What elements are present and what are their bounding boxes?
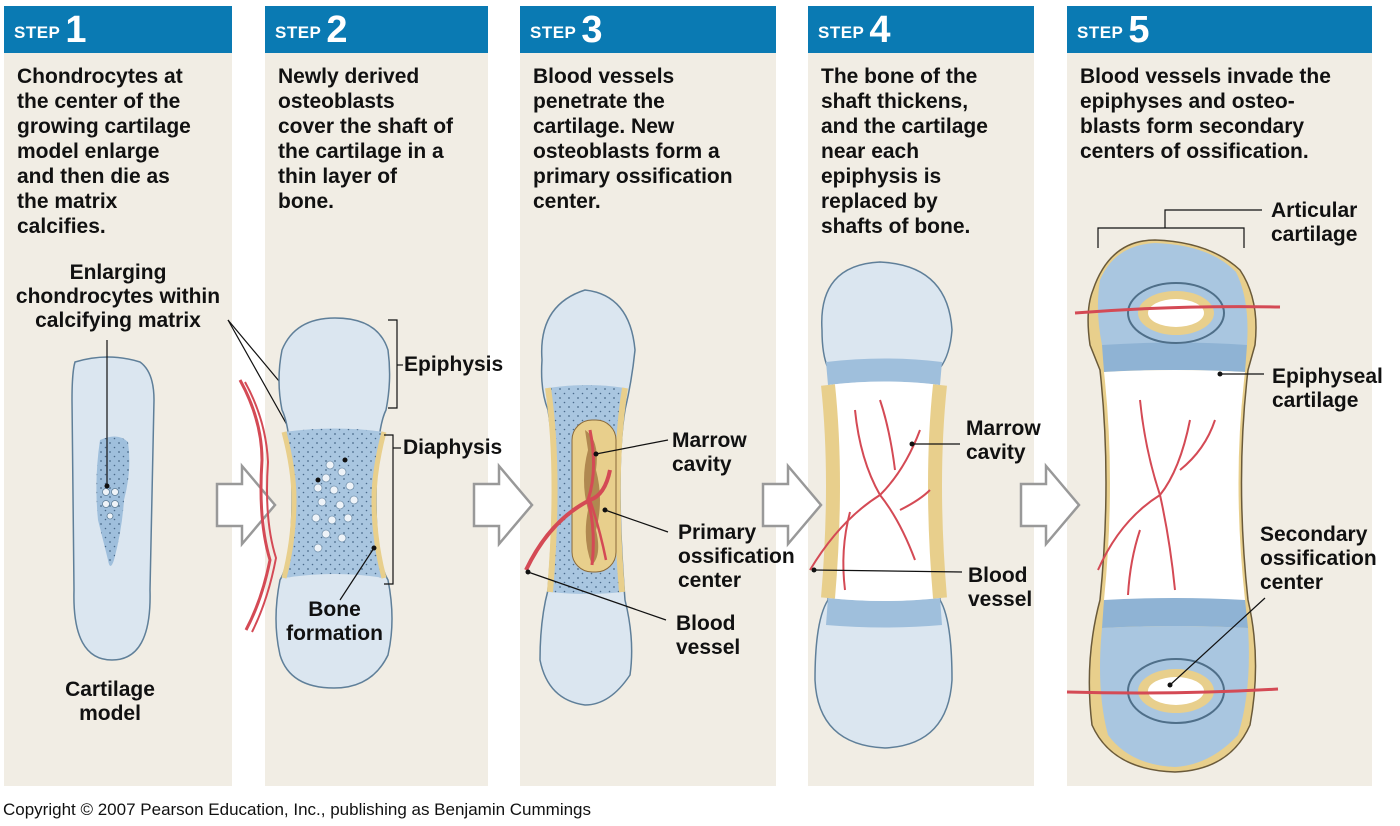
step-1-header: STEP 1 xyxy=(4,6,232,53)
label-blood-vessel-step4: Blood vessel xyxy=(968,564,1033,611)
step-number: 5 xyxy=(1128,9,1150,51)
step-number: 3 xyxy=(581,9,603,51)
step-word: STEP xyxy=(1077,23,1124,42)
step-4-panel: STEP 4 The bone of the shaft thickens, a… xyxy=(808,6,1034,786)
label-primary-ossification-center: Primary ossification center xyxy=(678,521,795,592)
step-1-panel: STEP 1 Chondrocytes at the center of the… xyxy=(4,6,232,786)
step-2-panel: STEP 2 Newly derived osteoblasts cover t… xyxy=(265,6,488,786)
step-word: STEP xyxy=(818,23,865,42)
step-4-header: STEP 4 xyxy=(808,6,1034,53)
label-epiphyseal-cartilage: Epiphyseal cartilage xyxy=(1272,365,1383,412)
step-3-description: Blood vessels penetrate the cartilage. N… xyxy=(533,65,733,213)
copyright-notice: Copyright © 2007 Pearson Education, Inc.… xyxy=(3,800,592,819)
step-3-header: STEP 3 xyxy=(520,6,776,53)
label-articular-cartilage: Articular cartilage xyxy=(1271,199,1358,246)
label-marrow-cavity-step4: Marrow cavity xyxy=(966,417,1041,464)
step-number: 1 xyxy=(65,9,87,51)
step-word: STEP xyxy=(14,23,61,42)
step-2-description: Newly derived osteoblasts cover the shaf… xyxy=(278,65,454,213)
step-4-description: The bone of the shaft thickens, and the … xyxy=(821,65,988,238)
label-blood-vessel-step3: Blood vessel xyxy=(676,612,741,659)
label-enlarging-chondrocytes: Enlarging chondrocytes within calcifying… xyxy=(15,261,221,332)
step-word: STEP xyxy=(275,23,322,42)
step-2-header: STEP 2 xyxy=(265,6,488,53)
step-word: STEP xyxy=(530,23,577,42)
label-marrow-cavity-step3: Marrow cavity xyxy=(672,429,747,476)
label-diaphysis: Diaphysis xyxy=(403,436,503,459)
step-5-description: Blood vessels invade the epiphyses and o… xyxy=(1080,65,1331,163)
step-3-panel: STEP 3 Blood vessels penetrate the carti… xyxy=(520,6,776,786)
step-5-header: STEP 5 xyxy=(1067,6,1372,53)
label-secondary-ossification-center: Secondary ossification center xyxy=(1260,523,1377,594)
step-1-description: Chondrocytes at the center of the growin… xyxy=(17,65,191,238)
step-number: 4 xyxy=(869,9,891,51)
label-cartilage-model: Cartilage model xyxy=(65,678,155,725)
step-number: 2 xyxy=(326,9,348,51)
label-bone-formation: Bone formation xyxy=(286,598,383,645)
label-epiphysis: Epiphysis xyxy=(404,353,504,376)
